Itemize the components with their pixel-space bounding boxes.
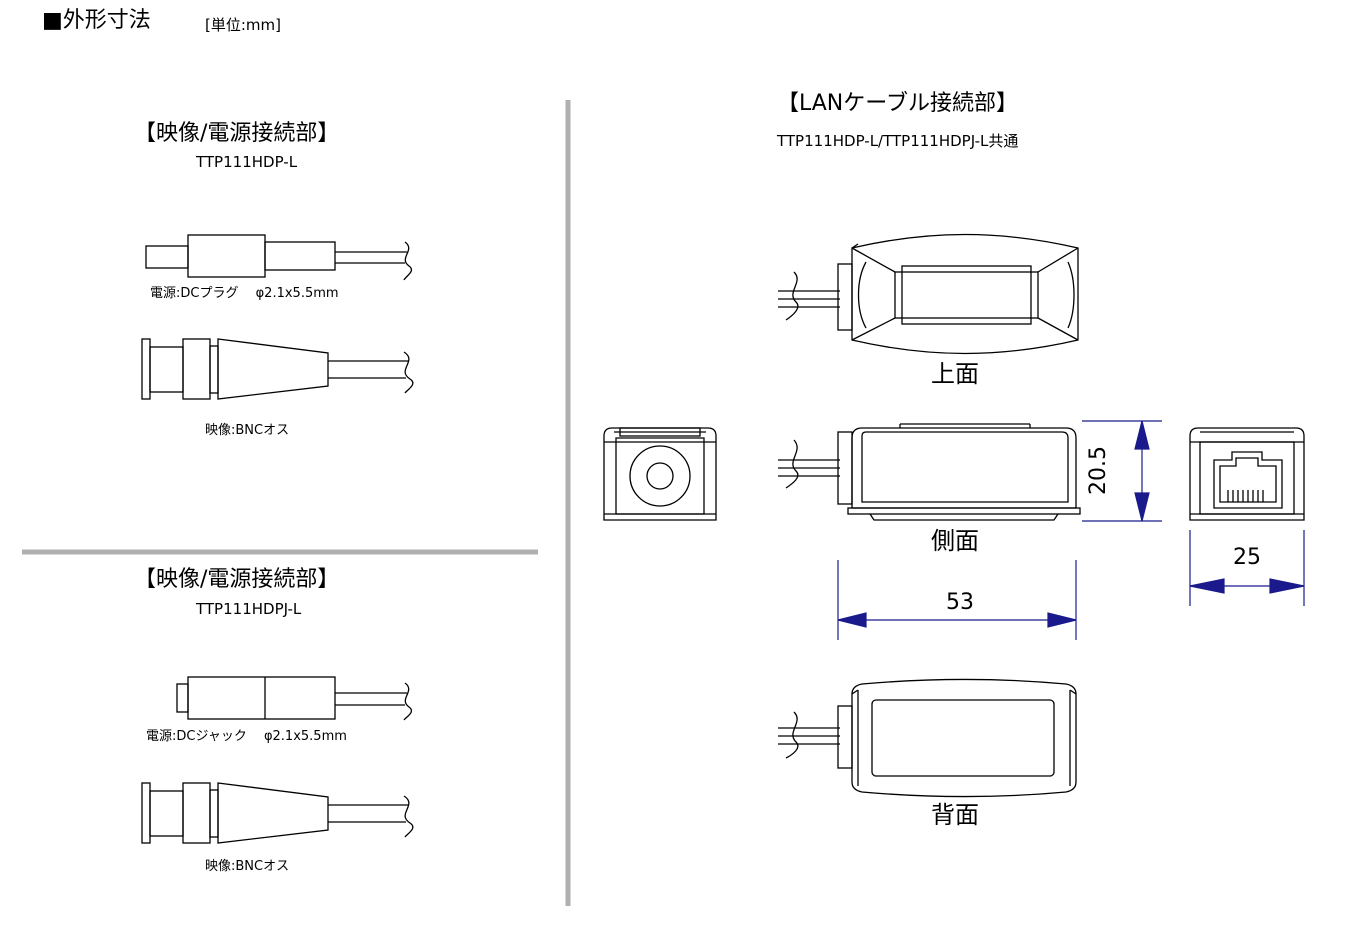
unit-label: [単位:mm] bbox=[205, 16, 281, 34]
lan-top-view-drawing bbox=[778, 233, 1079, 355]
page-title: ■外形寸法 bbox=[42, 8, 151, 33]
bnc-label-2: 映像:BNCオス bbox=[205, 859, 290, 874]
dc-plug-drawing bbox=[145, 234, 413, 281]
lan-left-end-view-drawing bbox=[603, 427, 717, 521]
bnc-connector-drawing-2 bbox=[141, 782, 414, 844]
lan-right-end-view-drawing bbox=[1189, 427, 1305, 521]
bnc-label-1: 映像:BNCオス bbox=[205, 423, 290, 438]
dimension-lines bbox=[837, 420, 1305, 640]
lan-section-title: 【LANケーブル接続部】 bbox=[777, 91, 1018, 116]
av-section-1-title: 【映像/電源接続部】 bbox=[134, 121, 340, 146]
length-dimension: 53 bbox=[946, 590, 974, 615]
back-view-label: 背面 bbox=[931, 801, 979, 829]
av-section-2-title: 【映像/電源接続部】 bbox=[134, 567, 340, 592]
dc-jack-drawing bbox=[176, 676, 413, 721]
bnc-connector-drawing-1 bbox=[141, 338, 414, 400]
dc-plug-label: 電源:DCプラグ φ2.1x5.5mm bbox=[150, 286, 339, 301]
side-view-label: 側面 bbox=[931, 527, 979, 555]
top-view-label: 上面 bbox=[931, 360, 979, 388]
lan-back-view-drawing bbox=[778, 678, 1077, 798]
lan-side-view-drawing bbox=[778, 423, 1081, 521]
lan-section-model: TTP111HDP-L/TTP111HDPJ-L共通 bbox=[777, 132, 1019, 150]
av-section-2-model: TTP111HDPJ-L bbox=[196, 600, 302, 618]
av-section-1-model: TTP111HDP-L bbox=[196, 153, 298, 171]
dc-jack-label: 電源:DCジャック φ2.1x5.5mm bbox=[146, 729, 347, 744]
width-dimension: 25 bbox=[1233, 545, 1261, 570]
